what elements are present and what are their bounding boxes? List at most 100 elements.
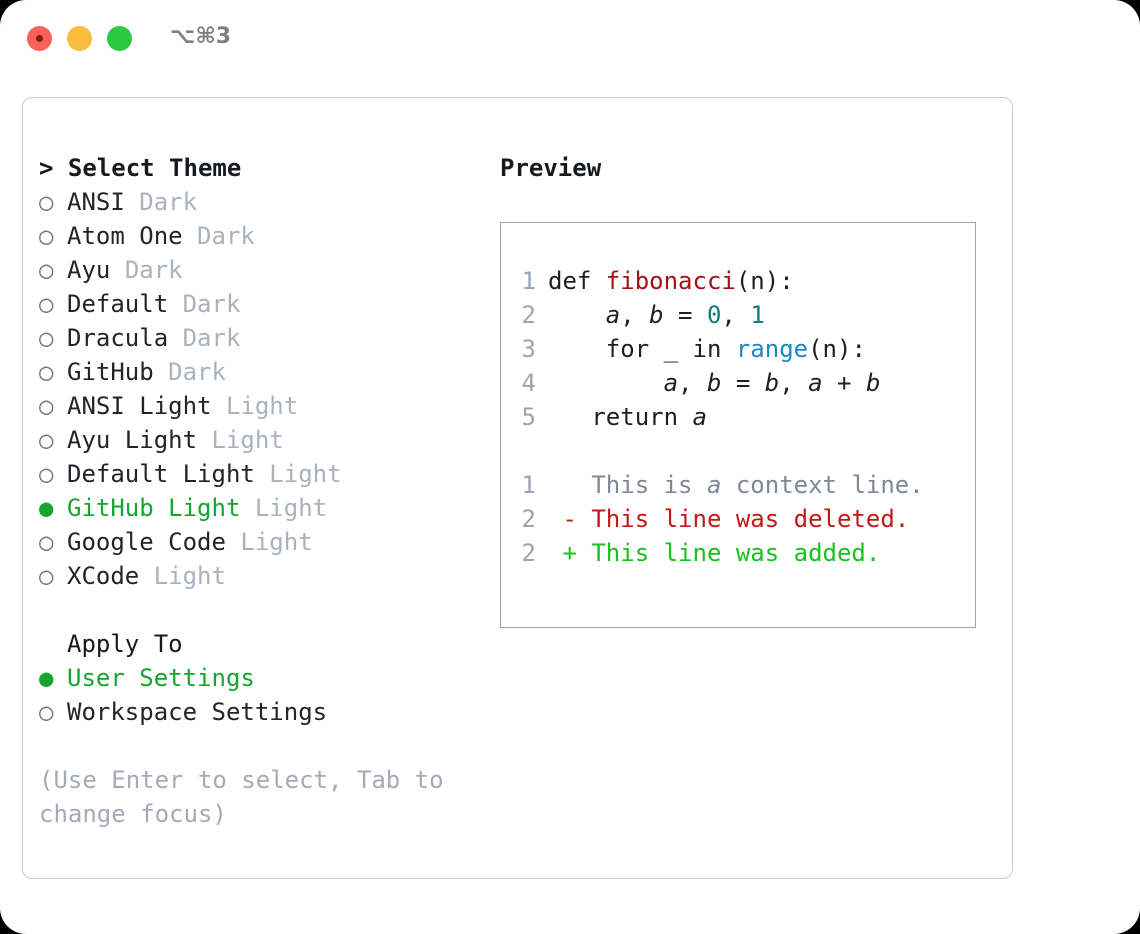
theme-name: XCode <box>67 562 140 590</box>
apply-to-heading: Apply To <box>67 630 183 658</box>
radio-unselected-icon: ○ <box>39 290 54 318</box>
code-token: , <box>721 301 751 329</box>
code-token: = <box>663 301 707 329</box>
theme-option-xcode[interactable]: ○ XCode Light <box>39 559 489 593</box>
code-line: 1 This is a context line. <box>512 468 924 502</box>
code-line: 3 for _ in range(n): <box>512 332 924 366</box>
theme-variant-label: Light <box>225 392 299 420</box>
code-token: fibonacci <box>605 267 736 295</box>
theme-variant-label: Light <box>254 494 328 522</box>
code-token: b <box>865 369 881 397</box>
theme-option-atom-one[interactable]: ○Atom One Dark <box>39 219 489 253</box>
maximize-button-icon[interactable] <box>107 26 132 51</box>
theme-option-default-light[interactable]: ○Default Light Light <box>39 457 489 491</box>
code-token <box>548 301 606 329</box>
code-token: , <box>779 369 809 397</box>
apply-to-option-workspace-settings[interactable]: ○ Workspace Settings <box>39 695 489 729</box>
code-token: - This line was deleted. <box>548 505 910 533</box>
radio-unselected-icon: ○ <box>39 528 54 556</box>
apply-to-name: User Settings <box>67 664 255 692</box>
radio-unselected-icon: ○ <box>39 188 54 216</box>
theme-variant-label: Light <box>211 426 284 454</box>
code-line: 1 def fibonacci(n): <box>512 264 924 298</box>
code-token: return <box>548 403 693 431</box>
radio-unselected-icon: ○ <box>39 358 54 386</box>
minimize-button-icon[interactable] <box>67 26 92 51</box>
line-number: 2 <box>521 539 536 567</box>
theme-name: GitHub <box>67 358 154 386</box>
code-token: context line. <box>721 471 924 499</box>
code-token: def <box>548 267 606 295</box>
code-token: a <box>692 403 707 431</box>
apply-to-option-user-settings[interactable]: ●User Settings <box>39 661 489 695</box>
theme-option-ayu[interactable]: ○Ayu Dark <box>39 253 489 287</box>
code-token: a <box>663 369 679 397</box>
code-blank-line <box>512 434 924 468</box>
code-line: 5 return a <box>512 400 924 434</box>
theme-variant-label: Dark <box>197 222 255 250</box>
code-line: 2 a, b = 0, 1 <box>512 298 924 332</box>
radio-unselected-icon: ○ <box>39 698 54 726</box>
code-token: for _ in <box>548 335 736 363</box>
theme-variant-label: Light <box>153 562 226 590</box>
theme-option-github[interactable]: ○ GitHub Dark <box>39 355 489 389</box>
code-token: (n): <box>808 335 866 363</box>
line-number: 3 <box>521 335 536 363</box>
theme-option-ansi[interactable]: ○ ANSI Dark <box>39 185 489 219</box>
theme-option-ansi-light[interactable]: ○ ANSI Light Light <box>39 389 489 423</box>
radio-unselected-icon: ○ <box>39 460 54 488</box>
theme-name: Dracula <box>67 324 169 352</box>
theme-name: Google Code <box>67 528 226 556</box>
theme-name: Ayu Light <box>67 426 198 454</box>
radio-unselected-icon: ○ <box>39 562 54 590</box>
theme-variant-label: Dark <box>168 358 226 386</box>
code-token: + <box>822 369 866 397</box>
line-number: 1 <box>521 267 536 295</box>
theme-variant-label: Dark <box>139 188 198 216</box>
apply-to-name: Workspace Settings <box>67 698 328 726</box>
code-token <box>548 369 664 397</box>
radio-unselected-icon: ○ <box>39 426 54 454</box>
line-number: 2 <box>521 505 536 533</box>
code-line: 2 + This line was added. <box>512 536 924 570</box>
code-token: a <box>808 369 823 397</box>
radio-unselected-icon: ○ <box>39 256 54 284</box>
theme-option-default[interactable]: ○ Default Dark <box>39 287 489 321</box>
theme-option-google-code[interactable]: ○ Google Code Light <box>39 525 489 559</box>
line-number: 5 <box>521 403 536 431</box>
code-token: , <box>678 369 707 397</box>
code-token: b <box>649 301 664 329</box>
code-token: a <box>605 301 621 329</box>
code-token: This is <box>548 471 707 499</box>
theme-option-github-light[interactable]: ● GitHub Light Light <box>39 491 489 525</box>
radio-selected-icon: ● <box>39 494 54 522</box>
theme-selector-column: > Select Theme ○ANSI Dark○Atom One Dark○… <box>39 151 489 831</box>
code-token: = <box>721 369 765 397</box>
code-token: b <box>764 369 780 397</box>
code-token: , <box>620 301 650 329</box>
radio-unselected-icon: ○ <box>39 324 54 352</box>
code-token: + This line was added. <box>548 539 881 567</box>
theme-option-ayu-light[interactable]: ○ Ayu Light Light <box>39 423 489 457</box>
theme-name: ANSI Light <box>67 392 212 420</box>
close-button-icon[interactable] <box>27 26 52 51</box>
line-number: 2 <box>521 301 536 329</box>
theme-variant-label: Dark <box>124 256 183 284</box>
theme-variant-label: Light <box>240 528 313 556</box>
code-token: (n): <box>735 267 794 295</box>
theme-variant-label: Light <box>269 460 342 488</box>
theme-variant-label: Dark <box>182 290 241 318</box>
preview-heading: Preview <box>500 154 602 182</box>
code-token: 0 <box>706 301 722 329</box>
theme-name: Default <box>67 290 169 318</box>
theme-option-dracula[interactable]: ○Dracula Dark <box>39 321 489 355</box>
theme-name: Atom One <box>67 222 183 250</box>
theme-name: ANSI <box>67 188 125 216</box>
radio-unselected-icon: ○ <box>39 392 54 420</box>
keyboard-hint-text: (Use Enter to select, Tab to change focu… <box>39 766 444 828</box>
theme-name: GitHub Light <box>67 494 241 522</box>
code-token: range <box>735 335 809 363</box>
